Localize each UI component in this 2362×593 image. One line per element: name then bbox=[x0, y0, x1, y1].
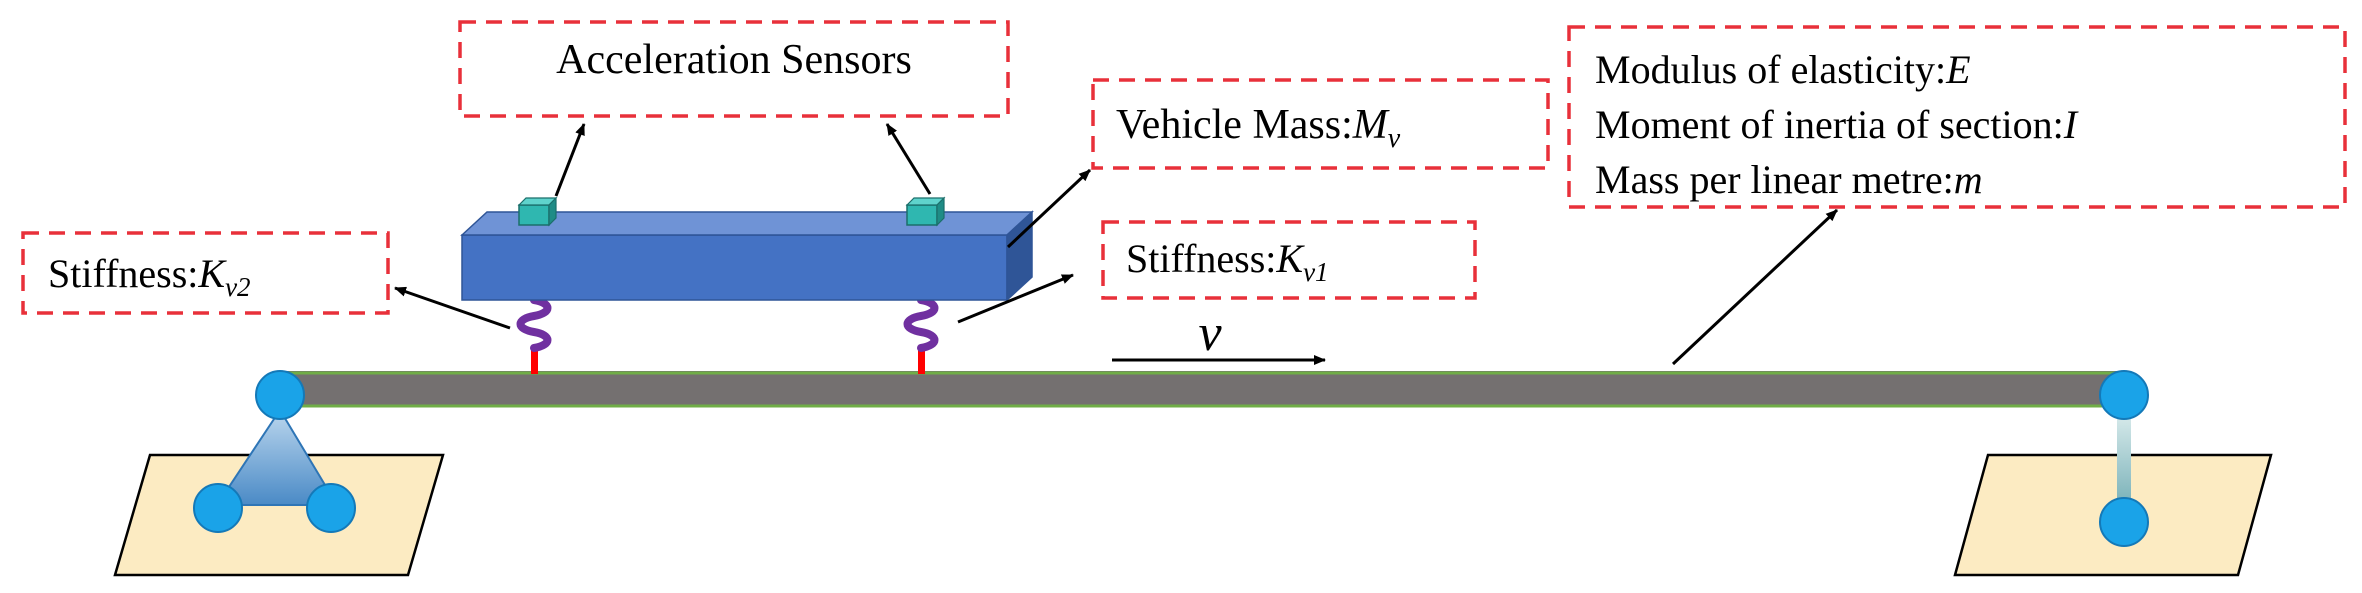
arrow-beam-properties bbox=[1671, 208, 1839, 366]
left-pin-support bbox=[193, 370, 356, 533]
stiffness-kv1-box bbox=[1101, 220, 1477, 300]
right-acceleration-sensor bbox=[905, 196, 946, 227]
right-spring bbox=[903, 296, 939, 352]
arrow-stiffness-kv1 bbox=[957, 273, 1074, 324]
beam-property-inertia: Moment of inertia of section:I bbox=[1595, 102, 2079, 147]
arrow-right-sensor bbox=[885, 123, 932, 195]
acceleration-sensors-box bbox=[458, 20, 1010, 118]
arrow-vehicle-mass bbox=[1006, 168, 1092, 249]
bridge-beam bbox=[278, 371, 2124, 408]
left-acceleration-sensor bbox=[517, 196, 558, 227]
right-roller-support bbox=[2099, 370, 2149, 547]
beam-properties-box bbox=[1567, 25, 2347, 209]
stiffness-kv2-label: Stiffness:Kv2 bbox=[48, 251, 251, 302]
left-spring bbox=[516, 296, 552, 352]
left-support-node-2 bbox=[306, 483, 356, 533]
stiffness-kv2-box bbox=[21, 231, 390, 315]
vehicle-mass-label: Vehicle Mass:Mv bbox=[1116, 102, 1401, 154]
beam-property-mass: Mass per linear metre:m bbox=[1595, 157, 1983, 202]
beam-property-modulus: Modulus of elasticity:E bbox=[1595, 47, 1971, 92]
vehicle-mass-box bbox=[1091, 78, 1550, 170]
left-strut bbox=[531, 348, 538, 374]
right-support-node bbox=[2099, 497, 2149, 547]
left-pin-node bbox=[255, 370, 305, 420]
vehicle-body bbox=[460, 210, 1034, 302]
arrow-stiffness-kv2 bbox=[394, 286, 511, 330]
stiffness-kv1-label: Stiffness:Kv1 bbox=[1126, 236, 1329, 287]
left-support-node-1 bbox=[193, 483, 243, 533]
arrow-left-sensor bbox=[554, 123, 586, 197]
right-pin-node bbox=[2099, 370, 2149, 420]
right-strut bbox=[918, 348, 925, 374]
velocity-label: v bbox=[1198, 305, 1222, 362]
left-ground-plate bbox=[113, 453, 445, 577]
acceleration-sensors-label: Acceleration Sensors bbox=[556, 37, 912, 83]
